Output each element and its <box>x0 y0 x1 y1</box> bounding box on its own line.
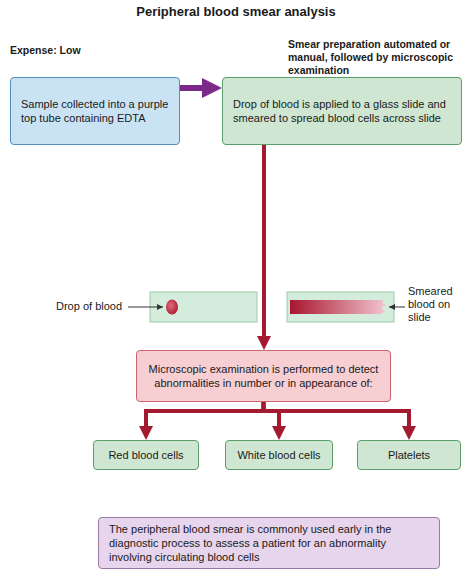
box-text: Platelets <box>368 448 450 462</box>
leader-line <box>389 307 405 308</box>
result-box: White blood cells <box>225 440 333 470</box>
result-box: Platelets <box>357 440 461 470</box>
sample-box: Sample collected into a purple top tube … <box>10 77 180 145</box>
blood-drop <box>166 300 178 315</box>
diagram-title: Peripheral blood smear analysis <box>0 4 472 19</box>
box-text: Microscopic examination is performed to … <box>147 362 380 390</box>
box-text: Drop of blood is applied to a glass slid… <box>233 97 451 125</box>
note-box: The peripheral blood smear is commonly u… <box>98 517 440 569</box>
flow-arrow <box>146 402 264 433</box>
box-text: The peripheral blood smear is commonly u… <box>109 522 429 564</box>
flow-arrow <box>264 402 280 433</box>
exam-box: Microscopic examination is performed to … <box>136 350 391 402</box>
glass-slide <box>287 292 394 322</box>
annotation-label: Expense: Low <box>10 44 150 57</box>
box-text: Red blood cells <box>104 448 188 462</box>
annotation-label: Drop of blood <box>56 300 128 313</box>
blood-smear <box>290 300 386 314</box>
leader-line <box>128 307 163 308</box>
result-box: Red blood cells <box>93 440 199 470</box>
smear-box: Drop of blood is applied to a glass slid… <box>222 77 462 145</box>
box-text: White blood cells <box>236 448 322 462</box>
flow-arrow <box>262 145 266 343</box>
glass-slide <box>150 292 257 322</box>
annotation-label: Smear preparation automated or manual, f… <box>288 38 470 77</box>
flow-arrow <box>264 402 410 433</box>
flow-arrow <box>180 85 212 91</box>
box-text: Sample collected into a purple top tube … <box>21 97 169 125</box>
annotation-label: Smeared blood on slide <box>408 285 468 324</box>
